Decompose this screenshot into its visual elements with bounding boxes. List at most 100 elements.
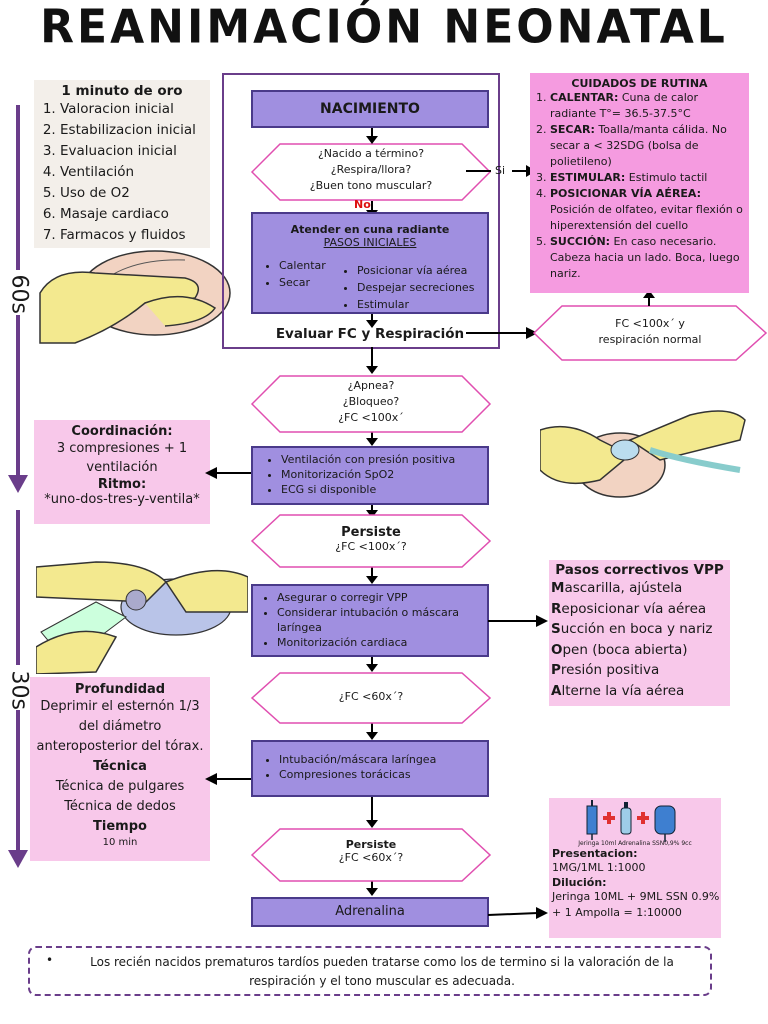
dilution-text: Jeringa 10ML + 9ML SSN 0.9% + 1 Ampolla … [552,890,720,919]
depth-text: Deprimir el esternón 1/3 del diámetro an… [36,699,204,754]
correct-vpp-item: Considerar intubación o máscara laríngea [277,605,487,635]
dilution-title: Dilución: [552,876,607,889]
presentation-text: 1MG/1ML 1:1000 [552,861,646,874]
footnote-bullet: • [46,953,54,967]
no-label: No [354,198,371,211]
coordination-title: Coordinación: [71,424,173,439]
corrective-step-item: Succión en boca y nariz [551,619,730,640]
corrective-step-item: Presión positiva [551,660,730,681]
initial-steps-frame [222,73,500,349]
routine-care-item: ESTIMULAR: Estimulo tactil [550,170,743,186]
routine-care-item: POSICIONAR VÍA AÉREA: Posición de olfate… [550,186,743,234]
nacimiento-box: NACIMIENTO [251,90,489,128]
golden-minute-box: 1 minuto de oro Valoracion inicialEstabi… [34,80,210,248]
page-title: REANIMACIÓN NEONATAL [40,0,728,55]
timeline-label-60s: 60s [6,274,32,314]
timeline [4,105,32,868]
corrective-step-letter: O [551,641,563,658]
time-text: 10 min [102,837,138,848]
routine-care-value: Cuna de calor radiante T°= 36.5-37.5°C [550,91,699,120]
coordination-box: Coordinación: 3 compresiones + 1 ventila… [34,420,210,524]
corrective-step-item: Open (boca abierta) [551,640,730,661]
adrenalina-box: Adrenalina [251,897,489,927]
golden-minute-heading: 1 minuto de oro [61,83,183,99]
persiste-hexagon-2 [250,828,492,882]
adrenalina-arrow [488,907,548,919]
initial-steps-right-list: Posicionar vía aéreaDespejar secreciones… [343,262,474,313]
vpp-left-arrow [205,467,253,479]
initial-steps-subtitle: PASOS INICIALES [323,236,417,249]
corrective-step-rest: lterne la vía aérea [561,682,685,699]
routine-care-value: Toalla/manta cálida. No secar a < 32SDG … [550,123,727,168]
routine-care-key: ESTIMULAR: [550,171,626,184]
corrective-step-item: Alterne la vía aérea [551,681,730,702]
newborn-head-illustration [39,250,231,344]
vpp-item: Monitorización SpO2 [281,467,487,482]
syringe-ampoule-bag-icon [586,800,676,842]
corrective-step-rest: ascarilla, ajústela [564,580,683,596]
golden-minute-item: Evaluacion inicial [60,141,210,162]
corrective-step-letter: P [551,662,561,678]
technique-title: Técnica [93,759,147,774]
initial-step-item: Despejar secreciones [357,279,474,296]
initial-steps-title: Atender en cuna radiante [290,223,450,236]
corrective-step-letter: R [551,600,562,617]
routine-care-item: SECAR: Toalla/manta cálida. No secar a <… [550,122,743,170]
routine-care-heading: CUIDADOS DE RUTINA [571,77,708,90]
intubation-item: Compresiones torácicas [279,767,487,782]
routine-care-list: CALENTAR: Cuna de calor radiante T°= 36.… [530,90,749,282]
decision-hexagon-2 [250,375,492,433]
vpp-item: Ventilación con presión positiva [281,452,487,467]
rhythm-title: Ritmo: [97,477,147,492]
golden-minute-item: Farmacos y fluidos [60,225,210,246]
routine-care-key: SUCCIÓN: [550,235,611,248]
initial-step-item: Estimular [357,296,474,313]
adrenaline-info-box: Jeringa 10ml Adrenalina SSN0,9% 9cc Pres… [549,798,721,938]
routine-care-key: SECAR: [550,123,595,136]
footnote-box: • Los recién nacidos prematuros tardíos … [28,946,712,996]
routine-care-item: CALENTAR: Cuna de calor radiante T°= 36.… [550,90,743,122]
ventilation-illustration [540,410,746,498]
corrective-step-rest: ucción en boca y nariz [560,621,713,637]
routine-care-box: CUIDADOS DE RUTINA CALENTAR: Cuna de cal… [530,73,749,293]
persiste-hexagon-1 [250,514,492,568]
corrective-step-item: Mascarilla, ajústela [551,578,730,599]
flow-arrows [366,128,378,896]
decision-2-text: ¿Apnea?¿Bloqueo?¿FC <100x´ [338,379,404,424]
corrective-step-rest: resión positiva [560,662,660,678]
golden-minute-item: Uso de O2 [60,183,210,204]
corrective-step-rest: eposicionar vía aérea [561,600,707,617]
corrective-step-letter: A [551,682,562,699]
initial-steps-box: Atender en cuna radiante PASOS INICIALES… [251,212,489,314]
decision-hexagon-3 [250,672,492,724]
icon-caption: Jeringa 10ml Adrenalina SSN0,9% 9cc [578,840,692,847]
persiste-2-text: Persiste ¿FC <60x´? [338,838,404,864]
compressions-box: Profundidad Deprimir el esternón 1/3 del… [30,677,210,861]
corrective-steps-title: Pasos correctivos VPP [555,562,724,578]
depth-title: Profundidad [74,682,166,697]
intubation-box: Intubación/máscara laríngeaCompresiones … [251,740,489,797]
technique-thumbs: Técnica de pulgares [55,779,185,794]
correct-vpp-box: Asegurar o corregir VPPConsiderar intuba… [251,584,489,657]
correct-vpp-item: Asegurar o corregir VPP [277,590,487,605]
golden-minute-item: Valoracion inicial [60,99,210,120]
evaluar-text: Evaluar FC y Respiración [275,326,465,342]
initial-step-item: Secar [279,274,326,291]
corrective-steps-box: Pasos correctivos VPP Mascarilla, ajúste… [549,560,730,706]
correct-vpp-item: Monitorización cardiaca [277,635,487,650]
routine-care-item: SUCCIÓN: En caso necesario. Cabeza hacia… [550,234,743,282]
routine-care-value: En caso necesario. Cabeza hacia un lado.… [550,235,740,280]
intubation-item: Intubación/máscara laríngea [279,752,487,767]
routine-care-key: CALENTAR: [550,91,619,104]
corrective-step-rest: pen (boca abierta) [562,641,688,658]
decision-3-text: ¿FC <60x´? [338,690,404,703]
evaluar-arrow [466,327,538,339]
golden-minute-item: Ventilación [60,162,210,183]
corrective-step-item: Reposicionar vía aérea [551,599,730,620]
correct-vpp-list: Asegurar o corregir VPPConsiderar intuba… [253,590,487,650]
initial-step-item: Posicionar vía aérea [357,262,474,279]
corrective-step-letter: S [551,621,561,637]
bag-mask-illustration [36,561,248,674]
